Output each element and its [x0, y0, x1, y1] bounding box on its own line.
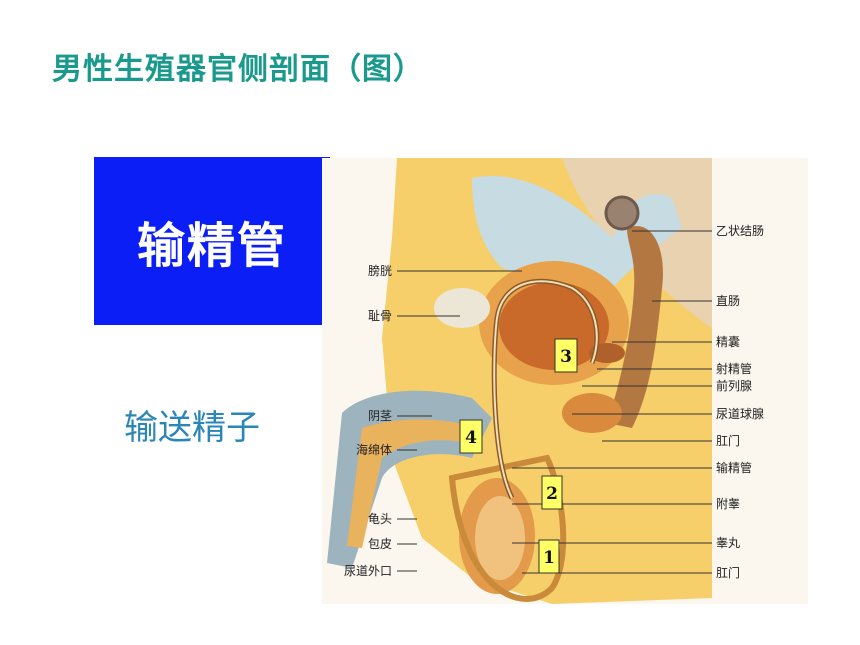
label-ejaculatory-duct: 射精管 — [716, 361, 752, 376]
term-box: 输精管 — [94, 157, 330, 325]
label-pubis: 耻骨 — [368, 309, 392, 323]
testis-inner — [475, 496, 525, 580]
label-rectum: 直肠 — [716, 294, 740, 308]
label-sigmoid-colon: 乙状结肠 — [716, 224, 764, 238]
label-foreskin: 包皮 — [368, 537, 392, 551]
label-epididymis: 附睾 — [716, 496, 740, 511]
anatomy-diagram: 膀胱 耻骨 阴茎 海绵体 龟头 包皮 尿道外口 乙状结肠 直肠 精囊 射精管 前… — [322, 158, 808, 604]
number-box-1: 1 — [538, 539, 560, 574]
pubic-bone — [434, 288, 490, 328]
number-4: 4 — [465, 428, 477, 448]
label-anus-lower: 肛门 — [716, 565, 740, 580]
number-2: 2 — [546, 484, 558, 504]
prostate — [562, 393, 622, 433]
slide-title: 男性生殖器官侧剖面（图） — [52, 52, 424, 87]
label-testis: 睾丸 — [716, 535, 740, 550]
left-leader-lines — [397, 270, 522, 572]
label-glans: 龟头 — [368, 512, 392, 526]
label-vas-deferens: 输精管 — [716, 460, 752, 475]
sigmoid-colon — [604, 195, 640, 231]
term-label: 输精管 — [136, 218, 287, 274]
label-bladder: 膀胱 — [368, 263, 392, 278]
label-bulbourethral-gland: 尿道球腺 — [716, 407, 764, 421]
number-box-3: 3 — [554, 338, 578, 373]
label-penis: 阴茎 — [368, 409, 392, 423]
number-box-4: 4 — [459, 419, 483, 454]
number-box-2: 2 — [541, 475, 563, 510]
label-anus-upper: 肛门 — [716, 433, 740, 448]
rectum — [607, 226, 663, 428]
bladder-inner — [499, 282, 609, 370]
label-prostate: 前列腺 — [716, 378, 752, 393]
corpus-cavernosum — [347, 419, 472, 548]
vas-deferens-highlight — [493, 280, 598, 499]
label-urethral-meatus: 尿道外口 — [344, 564, 392, 578]
label-seminal-vesicle: 精囊 — [716, 334, 740, 349]
number-3: 3 — [560, 347, 572, 367]
number-1: 1 — [543, 548, 555, 568]
label-corpus-cavernosum: 海绵体 — [356, 442, 392, 457]
function-text: 输送精子 — [124, 408, 260, 448]
